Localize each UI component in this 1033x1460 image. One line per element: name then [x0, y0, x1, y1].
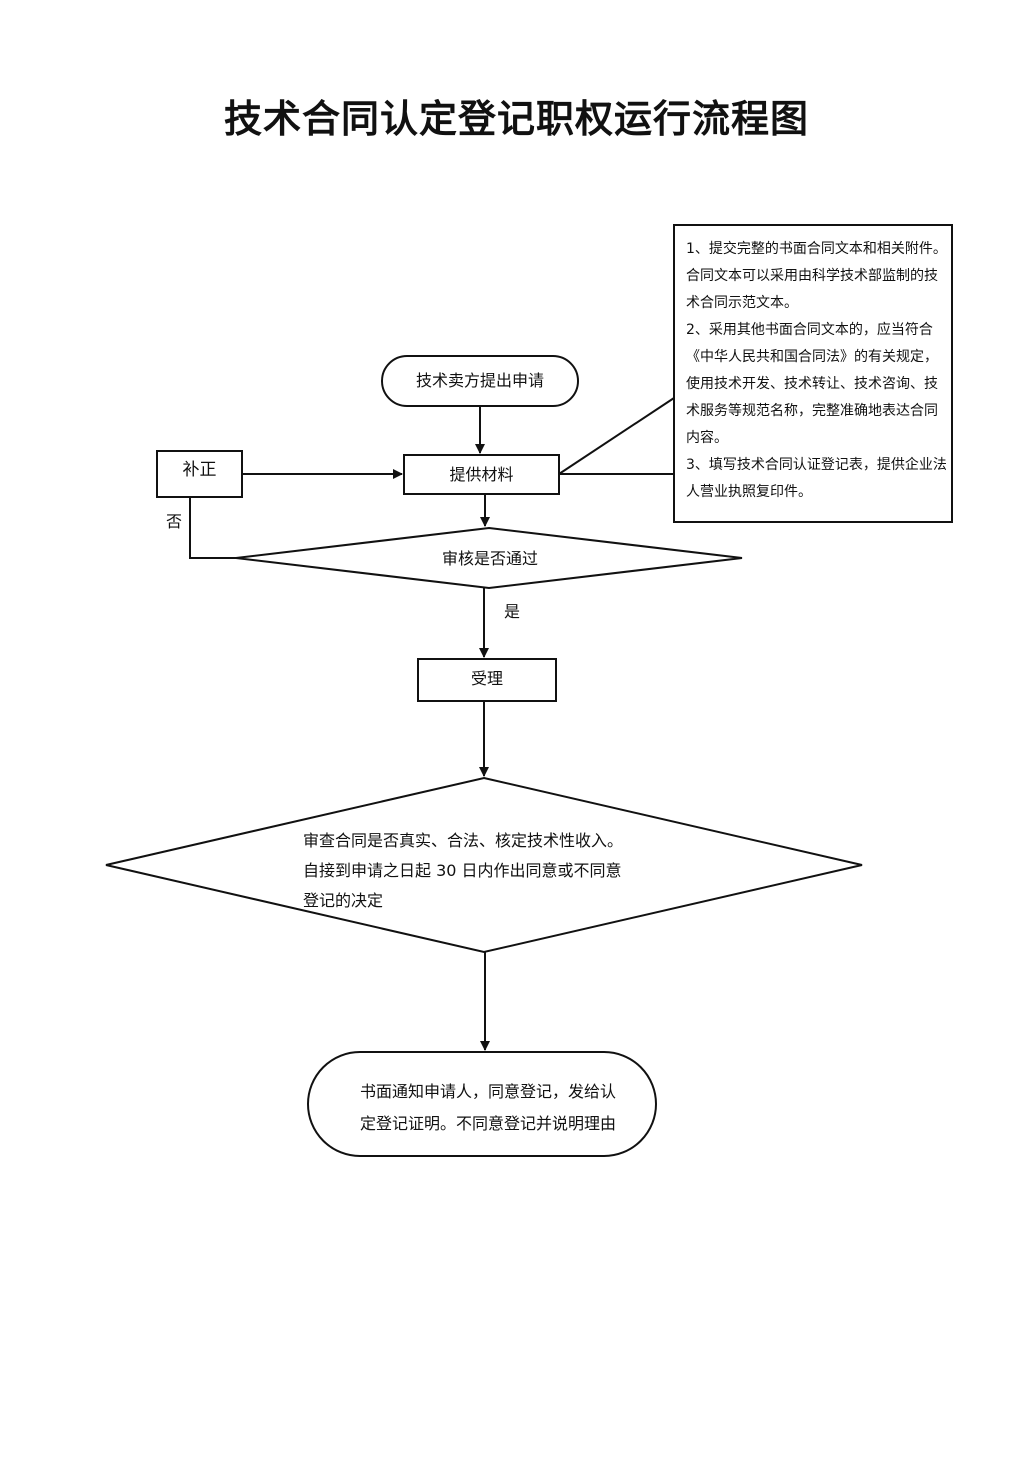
- materials-note-box: [673, 224, 953, 523]
- edge-check-no-correct: [189, 497, 236, 559]
- notify-text: 书面通知申请人，同意登记，发给认 定登记证明。不同意登记并说明理由: [328, 1076, 648, 1140]
- page-title: 技术合同认定登记职权运行流程图: [223, 97, 809, 141]
- check-decision: [235, 526, 743, 590]
- notify-node: [307, 1051, 657, 1157]
- note-item: 1、提交完整的书面合同文本和相关附件。合同文本可以采用由科学技术部监制的技术合同…: [686, 241, 947, 311]
- edge-label-no: 否: [166, 512, 183, 531]
- review-line: 审查合同是否真实、合法、核定技术性收入。: [303, 831, 624, 850]
- review-line: 登记的决定: [303, 891, 384, 910]
- provide-label: 提供材料: [449, 465, 514, 484]
- provide-node: [403, 454, 560, 495]
- note-item: 2、采用其他书面合同文本的，应当符合《中华人民共和国合同法》的有关规定，使用技术…: [686, 322, 938, 446]
- notify-line: 书面通知申请人，同意登记，发给认: [359, 1082, 616, 1101]
- review-text: 审查合同是否真实、合法、核定技术性收入。 自接到申请之日起 30 日内作出同意或…: [303, 826, 703, 916]
- materials-note: 1、提交完整的书面合同文本和相关附件。合同文本可以采用由科学技术部监制的技术合同…: [686, 236, 948, 506]
- edge-label-yes: 是: [504, 602, 521, 621]
- accept-node: [417, 658, 557, 702]
- accept-label: 受理: [470, 669, 503, 688]
- apply-label: 技术卖方提出申请: [415, 371, 544, 390]
- check-label: 审核是否通过: [441, 549, 538, 568]
- note-item: 3、填写技术合同认证登记表，提供企业法人营业执照复印件。: [686, 457, 947, 500]
- correct-label: 补正: [182, 460, 217, 480]
- notify-line: 定登记证明。不同意登记并说明理由: [359, 1114, 616, 1133]
- review-line: 自接到申请之日起 30 日内作出同意或不同意: [303, 861, 622, 880]
- note-connector-upper: [558, 397, 675, 475]
